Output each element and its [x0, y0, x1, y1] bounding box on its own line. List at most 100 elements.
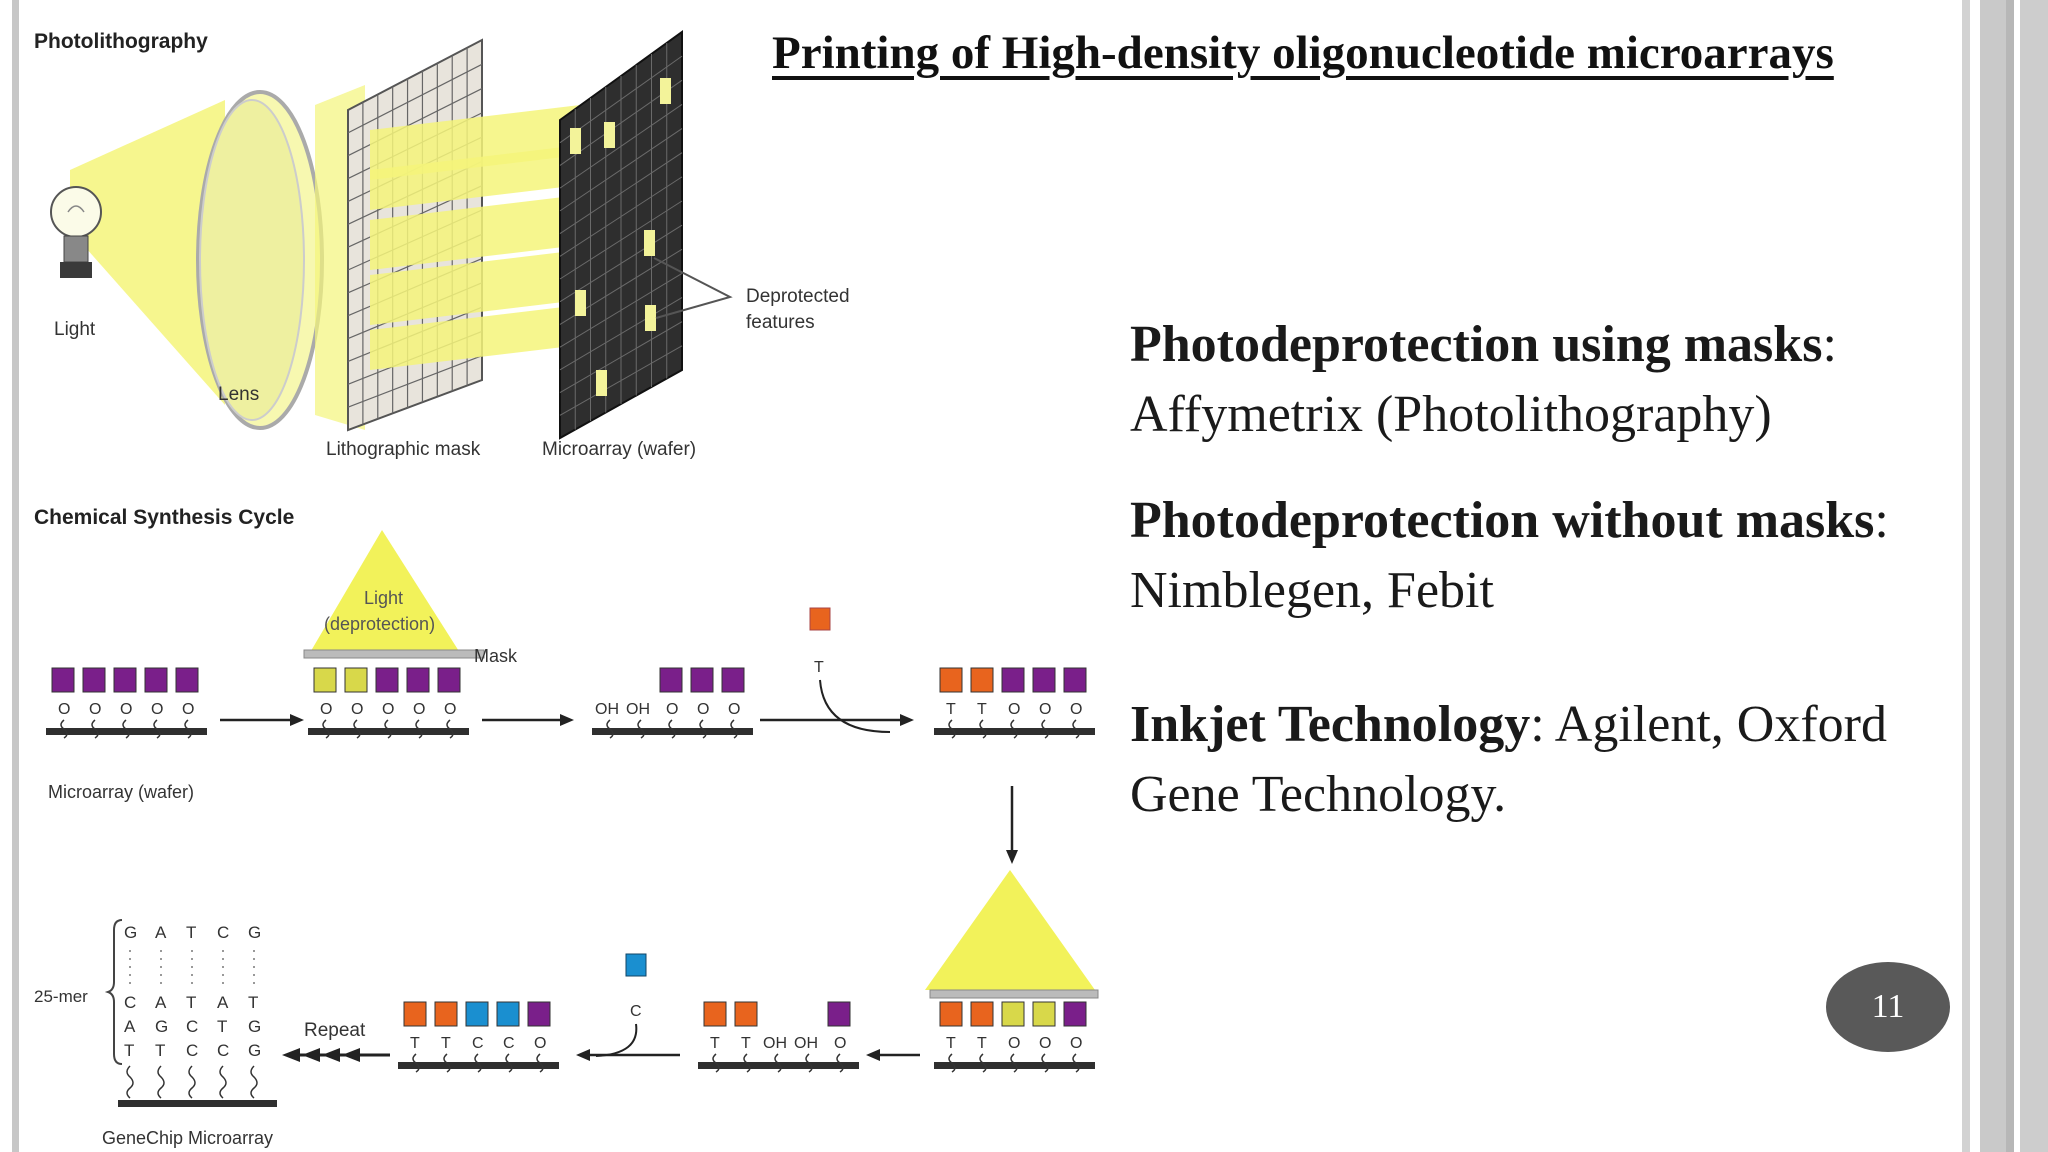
nucleotide-cap	[434, 1001, 458, 1027]
nucleotide-cap	[375, 667, 399, 693]
wafer-gridline	[559, 152, 683, 234]
frame-bar-right	[1962, 0, 1970, 1152]
sequence-letter: T	[248, 993, 258, 1012]
sequence-letter: A	[155, 923, 167, 942]
nucleotide-cap	[1001, 667, 1025, 693]
light-ray	[370, 250, 580, 325]
nucleotide-cap	[465, 1001, 489, 1027]
mask-label: Lithographic mask	[326, 439, 481, 460]
substrate	[118, 1100, 277, 1107]
nucleotide-cap	[527, 1001, 551, 1027]
point-without-masks: Photodeprotection without masks: Nimbleg…	[1130, 486, 1960, 626]
nucleotide-label: O	[697, 701, 709, 718]
substrate	[698, 1062, 859, 1069]
mask-gridline	[347, 63, 483, 134]
linker	[536, 1053, 544, 1073]
nucleotide-label: T	[710, 1035, 720, 1052]
nucleotide-cap	[1032, 1001, 1056, 1027]
deprotected-feature	[644, 230, 655, 256]
linker	[384, 719, 392, 739]
lens-icon	[196, 90, 324, 430]
repeat-label: Repeat	[304, 1020, 366, 1041]
slide-title: Printing of High-density oligonucleotide…	[772, 27, 1834, 79]
linker	[1072, 1053, 1080, 1073]
nucleotide-cap	[113, 667, 137, 693]
nucleotide-label: O	[1070, 1035, 1082, 1052]
frame-bar-right	[1980, 0, 2006, 1152]
cycle-light-label: Light	[364, 588, 403, 608]
light-rays	[370, 105, 580, 370]
nucleotide-label: OH	[595, 701, 619, 718]
cycle-heading: Chemical Synthesis Cycle	[34, 506, 294, 529]
nucleotide-label: O	[320, 701, 332, 718]
arrow-left	[866, 1049, 920, 1061]
wafer-gridline	[559, 176, 683, 257]
nucleotide-cap	[939, 1001, 963, 1027]
nucleotide-label: O	[1039, 701, 1051, 718]
deprotected-feature	[660, 78, 671, 104]
linker	[184, 719, 192, 739]
light-beam	[70, 100, 225, 405]
nucleotide-label: T	[410, 1035, 420, 1052]
microarray-wafer	[559, 30, 683, 440]
light-cone	[308, 530, 462, 656]
nucleotide-cap	[496, 1001, 520, 1027]
mask-gridline	[347, 355, 483, 408]
nucleotide-label: OH	[794, 1035, 818, 1052]
light-cone	[925, 870, 1095, 990]
light-ray	[370, 145, 580, 210]
wafer-gridline	[559, 321, 683, 394]
sequence-letter: G	[248, 923, 261, 942]
nucleotide-cap	[703, 1001, 727, 1027]
linker	[157, 1065, 165, 1099]
linker	[668, 719, 676, 739]
linker	[979, 719, 987, 739]
linker	[1010, 719, 1018, 739]
nucleotide-cap	[1063, 1001, 1087, 1027]
nucleotide-cap	[1063, 667, 1087, 693]
nucleotide-label: O	[120, 701, 132, 718]
linker	[1010, 1053, 1018, 1073]
sequence-letter: T	[217, 1017, 227, 1036]
deprotected-feature	[596, 370, 607, 396]
frame-bar-left	[12, 0, 19, 1152]
light-ray	[370, 195, 580, 270]
wafer-label: Microarray (wafer)	[48, 782, 194, 802]
linker	[446, 719, 454, 739]
substrate	[934, 728, 1095, 735]
nucleotide-cap	[721, 667, 745, 693]
linker	[60, 719, 68, 739]
substrate	[398, 1062, 559, 1069]
sequence-letter: A	[217, 993, 229, 1012]
deprotected-label: Deprotected	[746, 286, 850, 307]
point-heading: Inkjet Technology	[1130, 696, 1531, 753]
mer-label: 25-mer	[34, 987, 88, 1006]
sequence-letter: T	[186, 993, 196, 1012]
nucleotide-cap	[1032, 667, 1056, 693]
sequence-letter: C	[124, 993, 136, 1012]
linker	[219, 1065, 227, 1099]
point-detail: Nimblegen, Febit	[1130, 562, 1494, 619]
linker	[1041, 1053, 1049, 1073]
wafer-gridline	[559, 104, 683, 189]
point-detail: Gene Technology.	[1130, 766, 1507, 823]
nucleotide-cap	[403, 1001, 427, 1027]
genechip-label: GeneChip Microarray	[102, 1128, 273, 1148]
linker	[250, 1065, 258, 1099]
sequence-letter: G	[124, 923, 137, 942]
nucleotide-label: O	[534, 1035, 546, 1052]
nucleotide-label: T	[946, 701, 956, 718]
linker	[712, 1053, 720, 1073]
nucleotide-cap	[144, 667, 168, 693]
incoming-nucleotide-t: T	[809, 607, 891, 733]
linker	[126, 1065, 134, 1099]
point-detail: Affymetrix (Photolithography)	[1130, 386, 1772, 443]
linker	[322, 719, 330, 739]
linker	[948, 719, 956, 739]
arrow-right	[482, 714, 574, 726]
arrow-right	[220, 714, 304, 726]
linker	[188, 1065, 196, 1099]
sequence-letter: T	[186, 923, 196, 942]
